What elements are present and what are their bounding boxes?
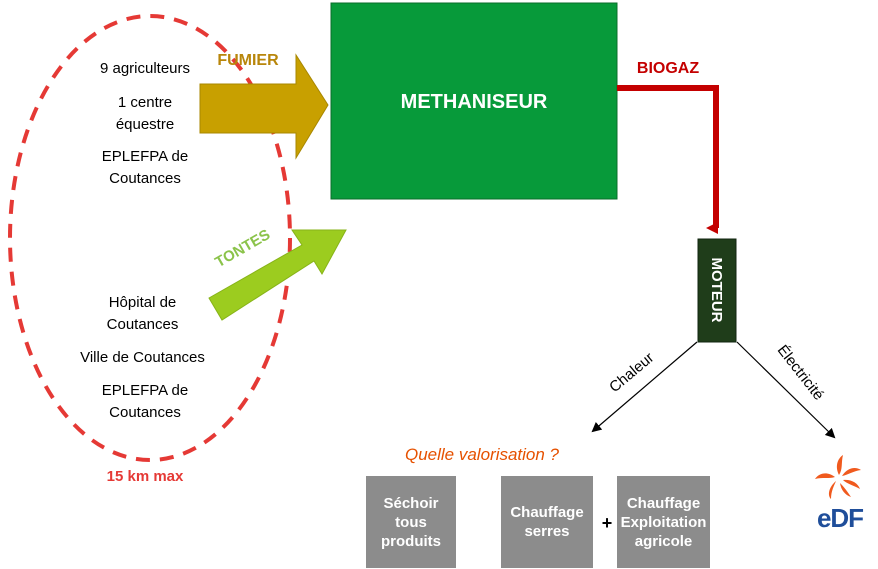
valorisation-question: Quelle valorisation ? — [404, 445, 560, 464]
methaniseur-label: METHANISEUR — [400, 90, 548, 113]
biogaz-line — [617, 85, 719, 234]
source-hopital: Hôpital de Coutances — [106, 294, 179, 333]
radius-label: 15 km max — [106, 468, 184, 485]
source-centre-equestre: 1 centre équestre — [115, 94, 175, 133]
tontes-arrow — [208, 229, 347, 321]
collection-radius-ellipse — [8, 14, 292, 462]
source-agriculteurs: 9 agriculteurs — [99, 60, 191, 77]
source-ville: Ville de Coutances — [80, 349, 205, 366]
source-eplefpa-tontes: EPLEFPA de Coutances — [101, 382, 189, 421]
plus-sign: + — [601, 513, 613, 533]
option-chauffage-exploitation-label: Chauffage Exploitation agricole — [620, 494, 707, 550]
methaniseur-box — [330, 2, 618, 200]
edf-logo-text: eDF — [816, 503, 864, 533]
biogaz-label: BIOGAZ — [636, 60, 700, 77]
option-chauffage-exploitation: Chauffage Exploitation agricole — [617, 476, 710, 568]
edf-logo-mark — [815, 455, 861, 499]
fumier-arrow — [199, 53, 329, 160]
chaleur-arrow — [591, 341, 698, 433]
option-sechoir-label: Séchoir tous produits — [381, 494, 441, 550]
electricite-arrow — [736, 341, 836, 439]
moteur-label: MOTEUR — [708, 257, 726, 323]
option-chauffage-serres: Chauffage serres — [501, 476, 593, 568]
option-sechoir: Séchoir tous produits — [366, 476, 456, 568]
source-eplefpa-fumier: EPLEFPA de Coutances — [101, 148, 189, 187]
moteur-box — [697, 238, 737, 343]
fumier-label: FUMIER — [217, 52, 279, 69]
option-chauffage-serres-label: Chauffage serres — [510, 504, 584, 540]
